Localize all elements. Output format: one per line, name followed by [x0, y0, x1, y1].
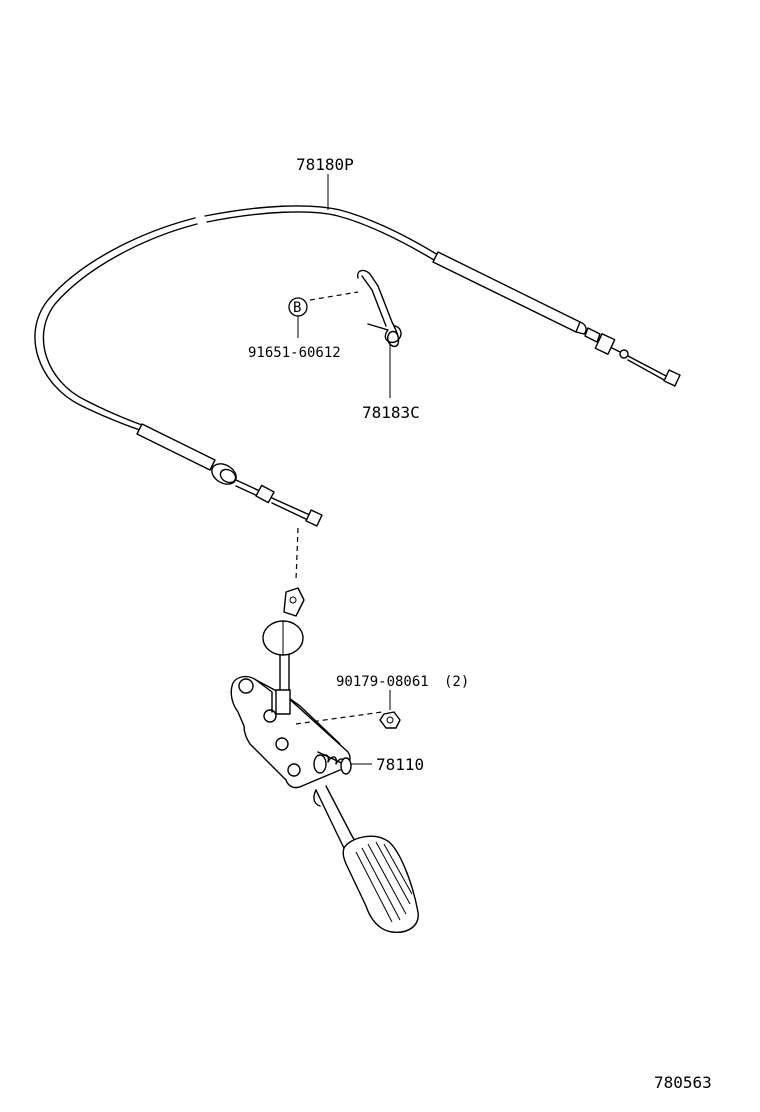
diagram-id: 780563: [654, 1073, 712, 1092]
spring-part-label: 78183C: [362, 403, 420, 422]
nut-qty-label: (2): [444, 674, 469, 690]
pedal-part-label: 78110: [376, 755, 424, 774]
bolt-reference: B: [288, 291, 359, 338]
accelerator-pedal: [230, 587, 419, 933]
accelerator-cable: [34, 205, 681, 527]
nut-part-label: 90179-08061: [336, 674, 429, 690]
bolt-part-label: 91651-60612: [248, 345, 341, 361]
bolt-ref-letter: B: [293, 300, 301, 316]
return-spring: [356, 269, 402, 398]
cable-part-label: 78180P: [296, 155, 354, 174]
cable-to-pedal-line: [295, 527, 299, 581]
nut: [295, 690, 401, 729]
